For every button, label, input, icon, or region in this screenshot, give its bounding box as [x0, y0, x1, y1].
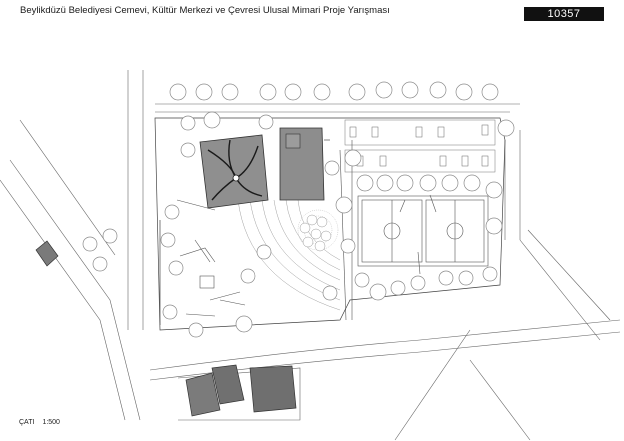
drawing-name: ÇATI: [19, 419, 35, 426]
plaza-arcs: [237, 199, 341, 311]
parking-lot: [344, 119, 496, 173]
scale-value: 1:500: [42, 419, 60, 426]
road-lines: [0, 70, 621, 441]
small-building-left: [35, 240, 59, 267]
drawing-title: Beylikdüzü Belediyesi Cemevi, Kültür Mer…: [20, 5, 390, 16]
cemevi-building: [199, 134, 269, 209]
landscape-paths: [176, 140, 353, 321]
drawing-scale-label: ÇATI 1:500: [19, 419, 68, 426]
trees: [82, 81, 515, 338]
project-code-badge: 10357: [524, 7, 604, 21]
buildings-bottom: [185, 364, 297, 417]
culture-center-building: [279, 127, 330, 201]
plaza-tree-cluster: [299, 214, 332, 252]
sports-field: [357, 194, 489, 275]
